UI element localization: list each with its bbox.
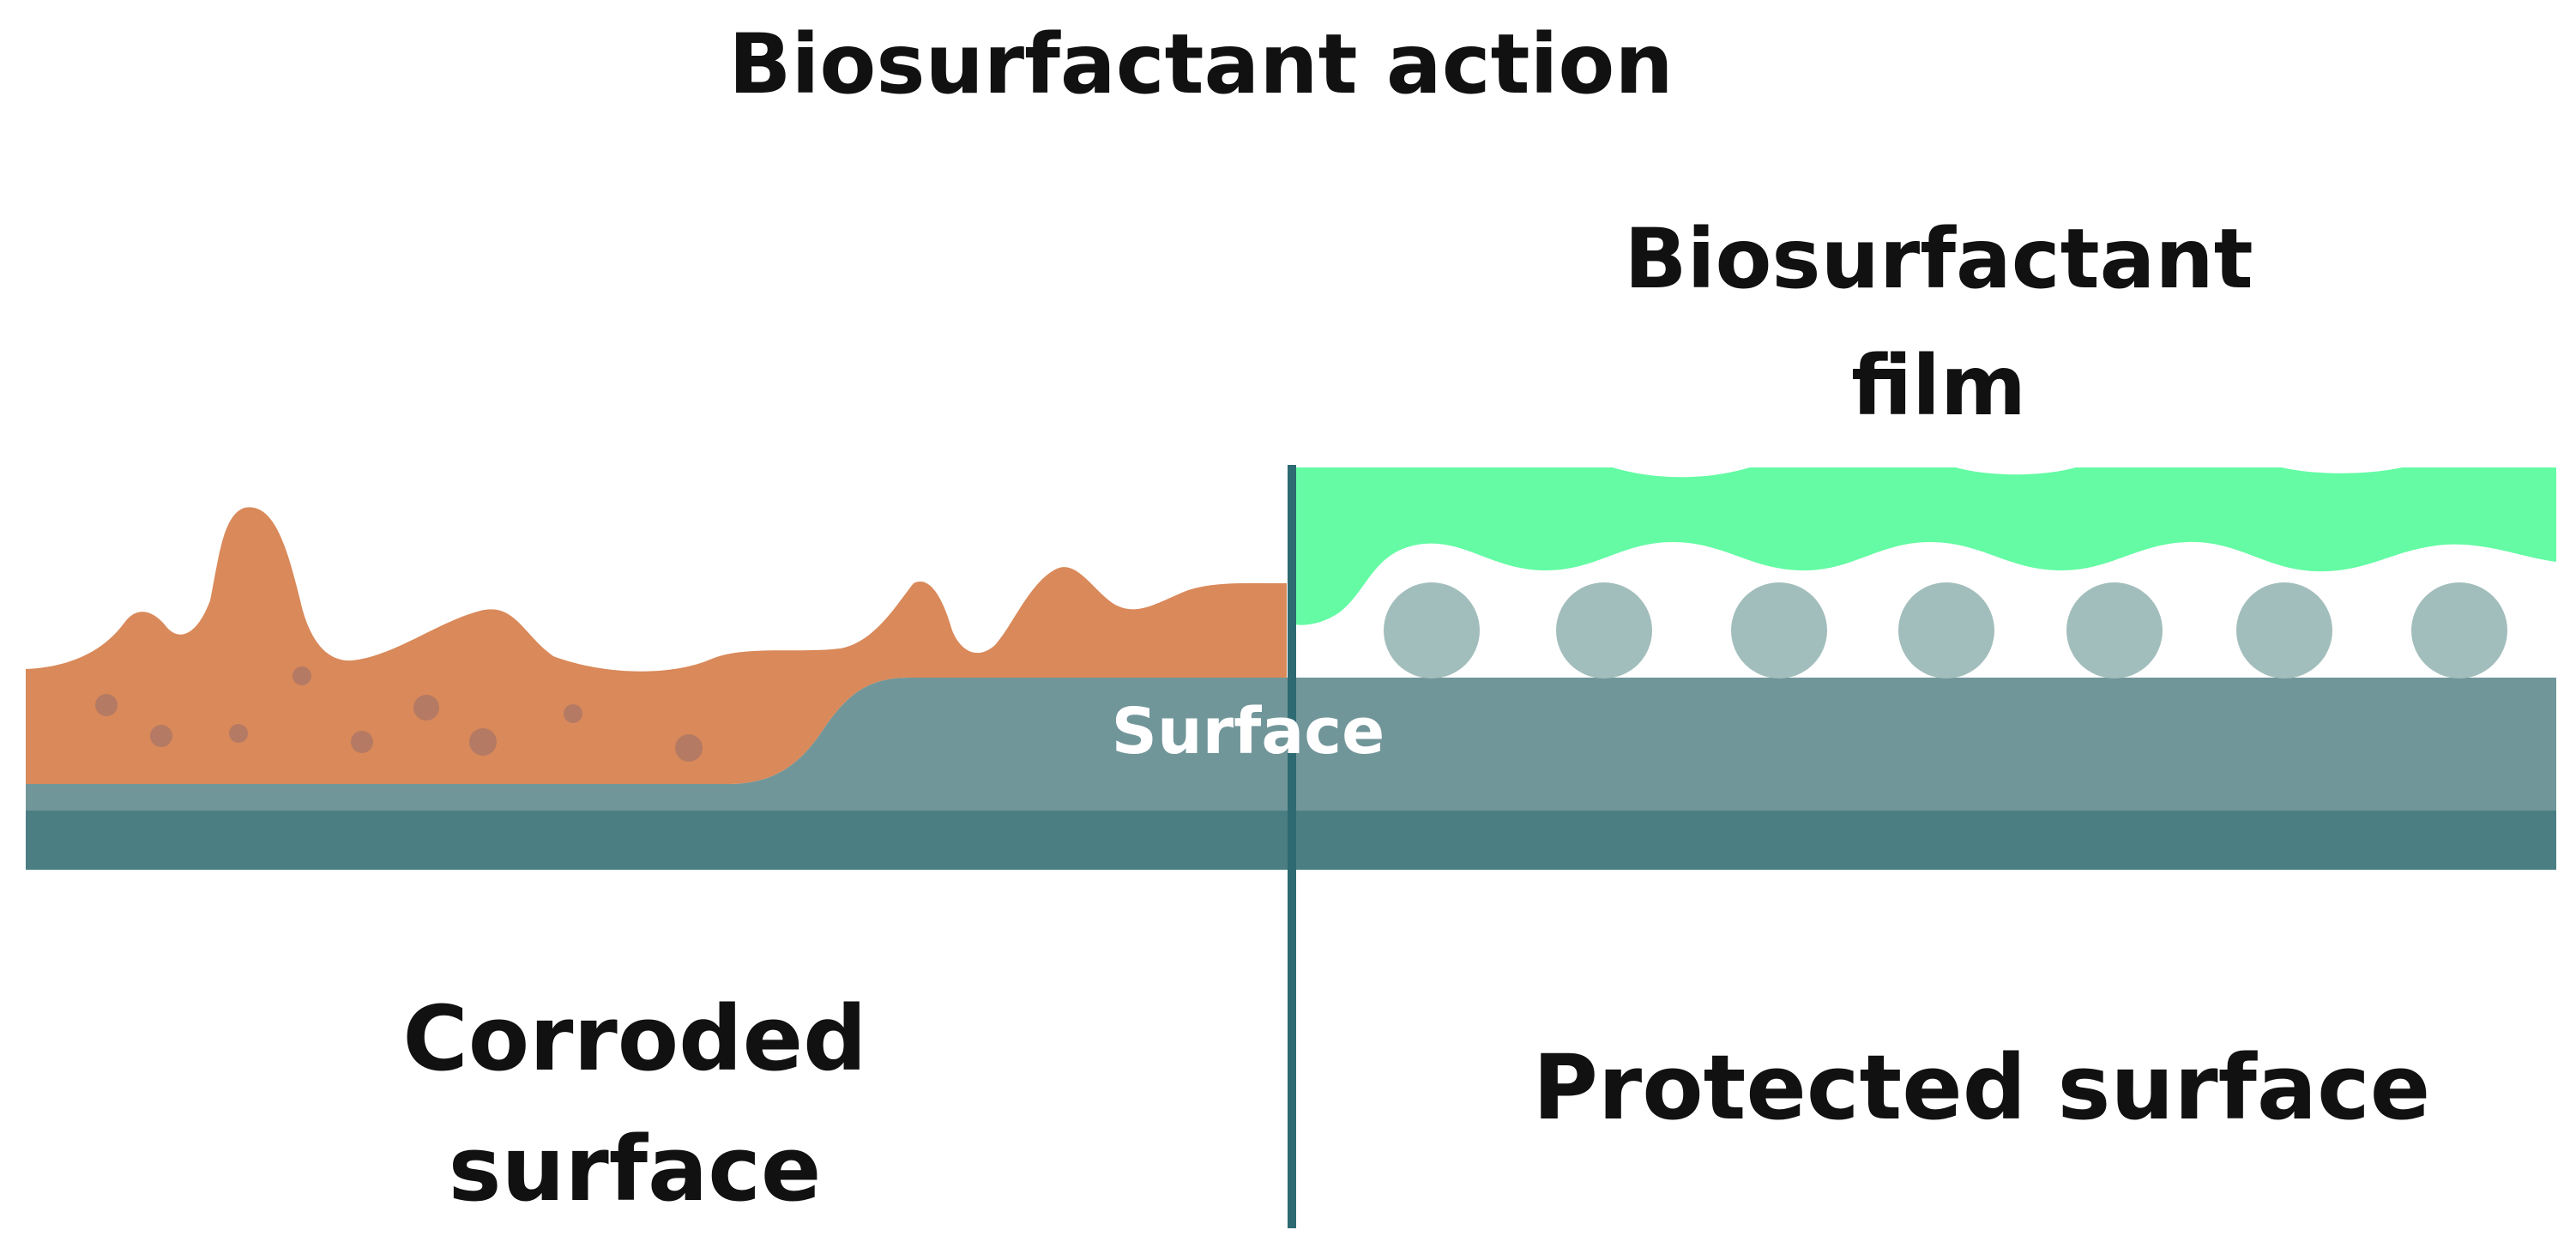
molecule [1898,582,1994,678]
corrosion-pit [95,694,118,716]
surface-label: Surface [1111,695,1385,769]
protected-surface-label: Protected surface [1532,1035,2431,1140]
corrosion-pits [95,666,703,762]
film-ripple [1956,467,2076,475]
molecule [2411,582,2507,678]
molecule [1731,582,1827,678]
corrosion-pit [150,725,172,747]
divider-line [1288,465,1296,1228]
corroded-label-line-2: surface [448,1117,822,1221]
molecule [1384,582,1480,678]
corroded-surface-label: Corroded surface [292,974,978,1234]
diagram-title: Biosurfactant action [728,16,1674,112]
film-label: Biosurfactant film [1510,196,2368,449]
molecule [2236,582,2332,678]
corrosion-pit [351,731,373,753]
corrosion-pit [469,728,497,756]
molecule [2066,582,2163,678]
corroded-label-line-1: Corroded [402,986,867,1091]
film-top-ripples [1613,467,2402,478]
film-ripple [2282,467,2402,473]
biosurfactant-molecules [1384,582,2507,678]
molecule [1556,582,1652,678]
corrosion-pit [293,666,311,685]
corrosion-pit [675,734,703,762]
film-label-line-2: film [1850,338,2027,434]
corrosion-layer [26,507,1287,784]
film-label-line-1: Biosurfactant [1624,211,2253,307]
corrosion-pit [229,724,248,743]
biosurfactant-film [1295,467,2556,625]
corrosion-pit [413,695,439,720]
corrosion-pit [564,704,582,723]
film-ripple [1613,467,1750,478]
